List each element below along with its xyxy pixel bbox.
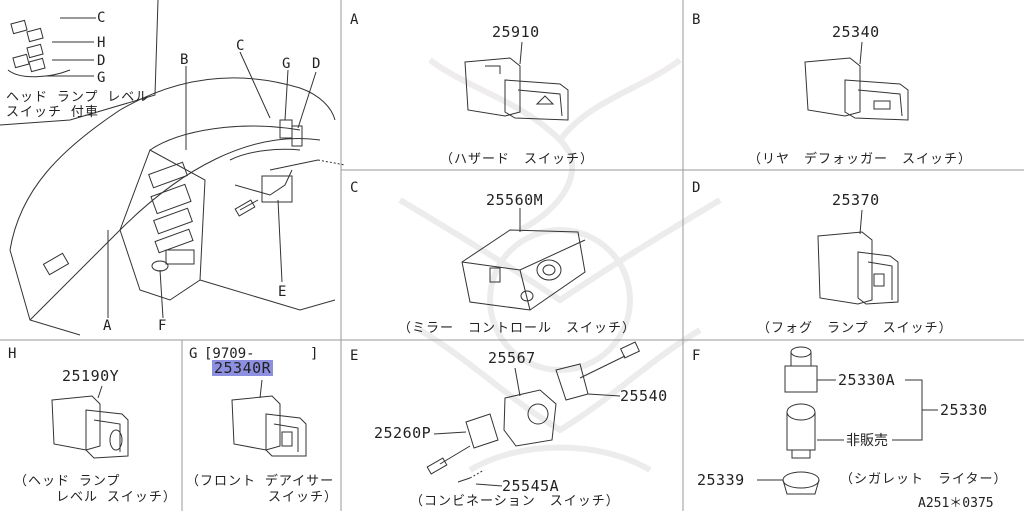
- panel-c-letter: C: [350, 180, 359, 196]
- panel-a-part-number: 25910: [492, 23, 540, 41]
- panel-d-letter: D: [692, 180, 701, 196]
- panel-h-caption-line1: （ヘッド ランプ: [14, 474, 121, 489]
- panel-f-caption: （シガレット ライター）: [840, 472, 1008, 487]
- fog-lamp-switch-drawing: [817, 209, 899, 305]
- panel-h-caption-line2: レベル スイッチ）: [56, 490, 177, 505]
- inset-caption-line2: スイッチ 付車: [6, 105, 99, 120]
- panel-g-caption-line2: スイッチ）: [268, 490, 339, 505]
- panel-c-part-number: 25560M: [486, 191, 544, 209]
- panel-e-part-25545a: 25545A: [502, 477, 560, 495]
- inset-label-d: D: [97, 53, 106, 69]
- panel-g-letter: G: [189, 346, 198, 362]
- front-deicer-switch-drawing: [231, 379, 307, 457]
- panel-f-letter: F: [692, 348, 701, 364]
- panel-g-caption-line1: （フロント デアイサー: [186, 474, 335, 489]
- main-label-f: F: [158, 318, 167, 334]
- headlamp-level-switch-drawing: [51, 385, 129, 459]
- panel-d-caption: （フォグ ランプ スイッチ）: [757, 321, 953, 336]
- inset-caption-line1: ヘッド ランプ レベル: [6, 90, 150, 105]
- panel-f-part-25330: 25330: [940, 401, 988, 419]
- panel-e-part-25540: 25540: [620, 387, 668, 405]
- watermark-emblem: [398, 57, 722, 473]
- panel-h-letter: H: [8, 346, 17, 362]
- panel-b-part-number: 25340: [832, 23, 880, 41]
- inset-label-g: G: [97, 70, 106, 86]
- dashboard-drawing: [9, 51, 346, 336]
- panel-f-part-25330a: 25330A: [838, 371, 896, 389]
- main-label-c: C: [236, 38, 245, 54]
- main-label-d: D: [312, 56, 321, 72]
- panel-c-caption: （ミラー コントロール スイッチ）: [398, 321, 637, 336]
- main-label-g: G: [282, 56, 291, 72]
- inset-label-c: C: [97, 10, 106, 26]
- panel-h-part-number: 25190Y: [62, 367, 120, 385]
- panel-e-part-25567: 25567: [488, 349, 536, 367]
- panel-g-date-range: [9709-: [204, 346, 255, 362]
- panel-a-letter: A: [350, 12, 359, 28]
- panel-a-caption: （ハザード スイッチ）: [440, 152, 595, 167]
- panel-g-part-number: 25340R: [212, 359, 274, 377]
- panel-f-part-25339: 25339: [697, 471, 745, 489]
- inset-label-h: H: [97, 35, 106, 51]
- panel-d-part-number: 25370: [832, 191, 880, 209]
- panel-g-date-bracket: ]: [310, 346, 319, 362]
- figure-code: A251＊0375: [918, 496, 994, 511]
- panel-f-not-for-sale-note: 非販売: [846, 433, 888, 449]
- panel-b-caption: （リヤ デフォッガー スイッチ）: [748, 152, 973, 167]
- combination-switch-drawing: [426, 341, 641, 487]
- main-label-b: B: [180, 52, 189, 68]
- panel-e-letter: E: [350, 348, 359, 364]
- cigarette-lighter-drawing: [757, 346, 938, 495]
- mirror-control-switch-drawing: [461, 208, 586, 311]
- main-label-a: A: [103, 318, 112, 334]
- hazard-switch-drawing: [464, 41, 569, 121]
- main-label-e: E: [278, 284, 287, 300]
- panel-b-letter: B: [692, 12, 701, 28]
- rear-defogger-switch-drawing: [804, 41, 909, 121]
- panel-e-caption: （コンビネーション スイッチ）: [410, 494, 620, 509]
- panel-e-part-25260p: 25260P: [374, 424, 432, 442]
- inset-box: [0, 0, 159, 126]
